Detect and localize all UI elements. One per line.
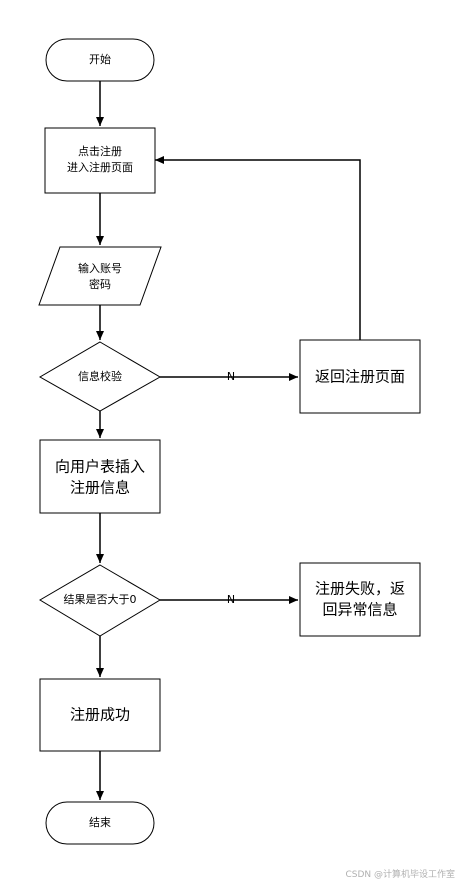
node-register-success-label: 注册成功 [70,706,130,724]
node-result-check-label: 结果是否大于0 [64,592,137,606]
node-insert-user-line2: 注册信息 [70,479,130,497]
node-input-account-line2: 密码 [89,277,111,291]
node-result-check: 结果是否大于0 [39,564,161,637]
node-register-fail-line1: 注册失败，返 [315,580,405,598]
node-register-success: 注册成功 [39,678,161,752]
node-end-label: 结束 [89,816,111,829]
node-start: 开始 [45,38,155,82]
watermark: CSDN @计算机毕设工作室 [345,868,455,880]
node-register-fail: 注册失败，返 回异常信息 [299,562,421,637]
edge-label-result-no: N [227,593,235,606]
edge-label-validate-no: N [227,370,235,383]
node-return-register-label: 返回注册页面 [315,368,405,386]
node-validate-info: 信息校验 [38,341,162,412]
node-register-entry-line2: 进入注册页面 [67,160,133,174]
edges [96,81,361,800]
node-input-account: 输入账号 密码 [38,246,162,306]
node-input-account-line1: 输入账号 [78,261,122,275]
node-return-register: 返回注册页面 [299,339,421,414]
node-register-fail-line2: 回异常信息 [322,601,397,619]
node-insert-user-line1: 向用户表插入 [55,458,145,476]
node-insert-user: 向用户表插入 注册信息 [39,439,161,514]
node-register-entry-line1: 点击注册 [78,144,122,158]
node-register-entry: 点击注册 进入注册页面 [44,127,156,194]
node-validate-info-label: 信息校验 [78,369,122,383]
edge-return-to-register [155,156,361,340]
node-end: 结束 [45,801,155,845]
node-start-label: 开始 [89,52,111,66]
